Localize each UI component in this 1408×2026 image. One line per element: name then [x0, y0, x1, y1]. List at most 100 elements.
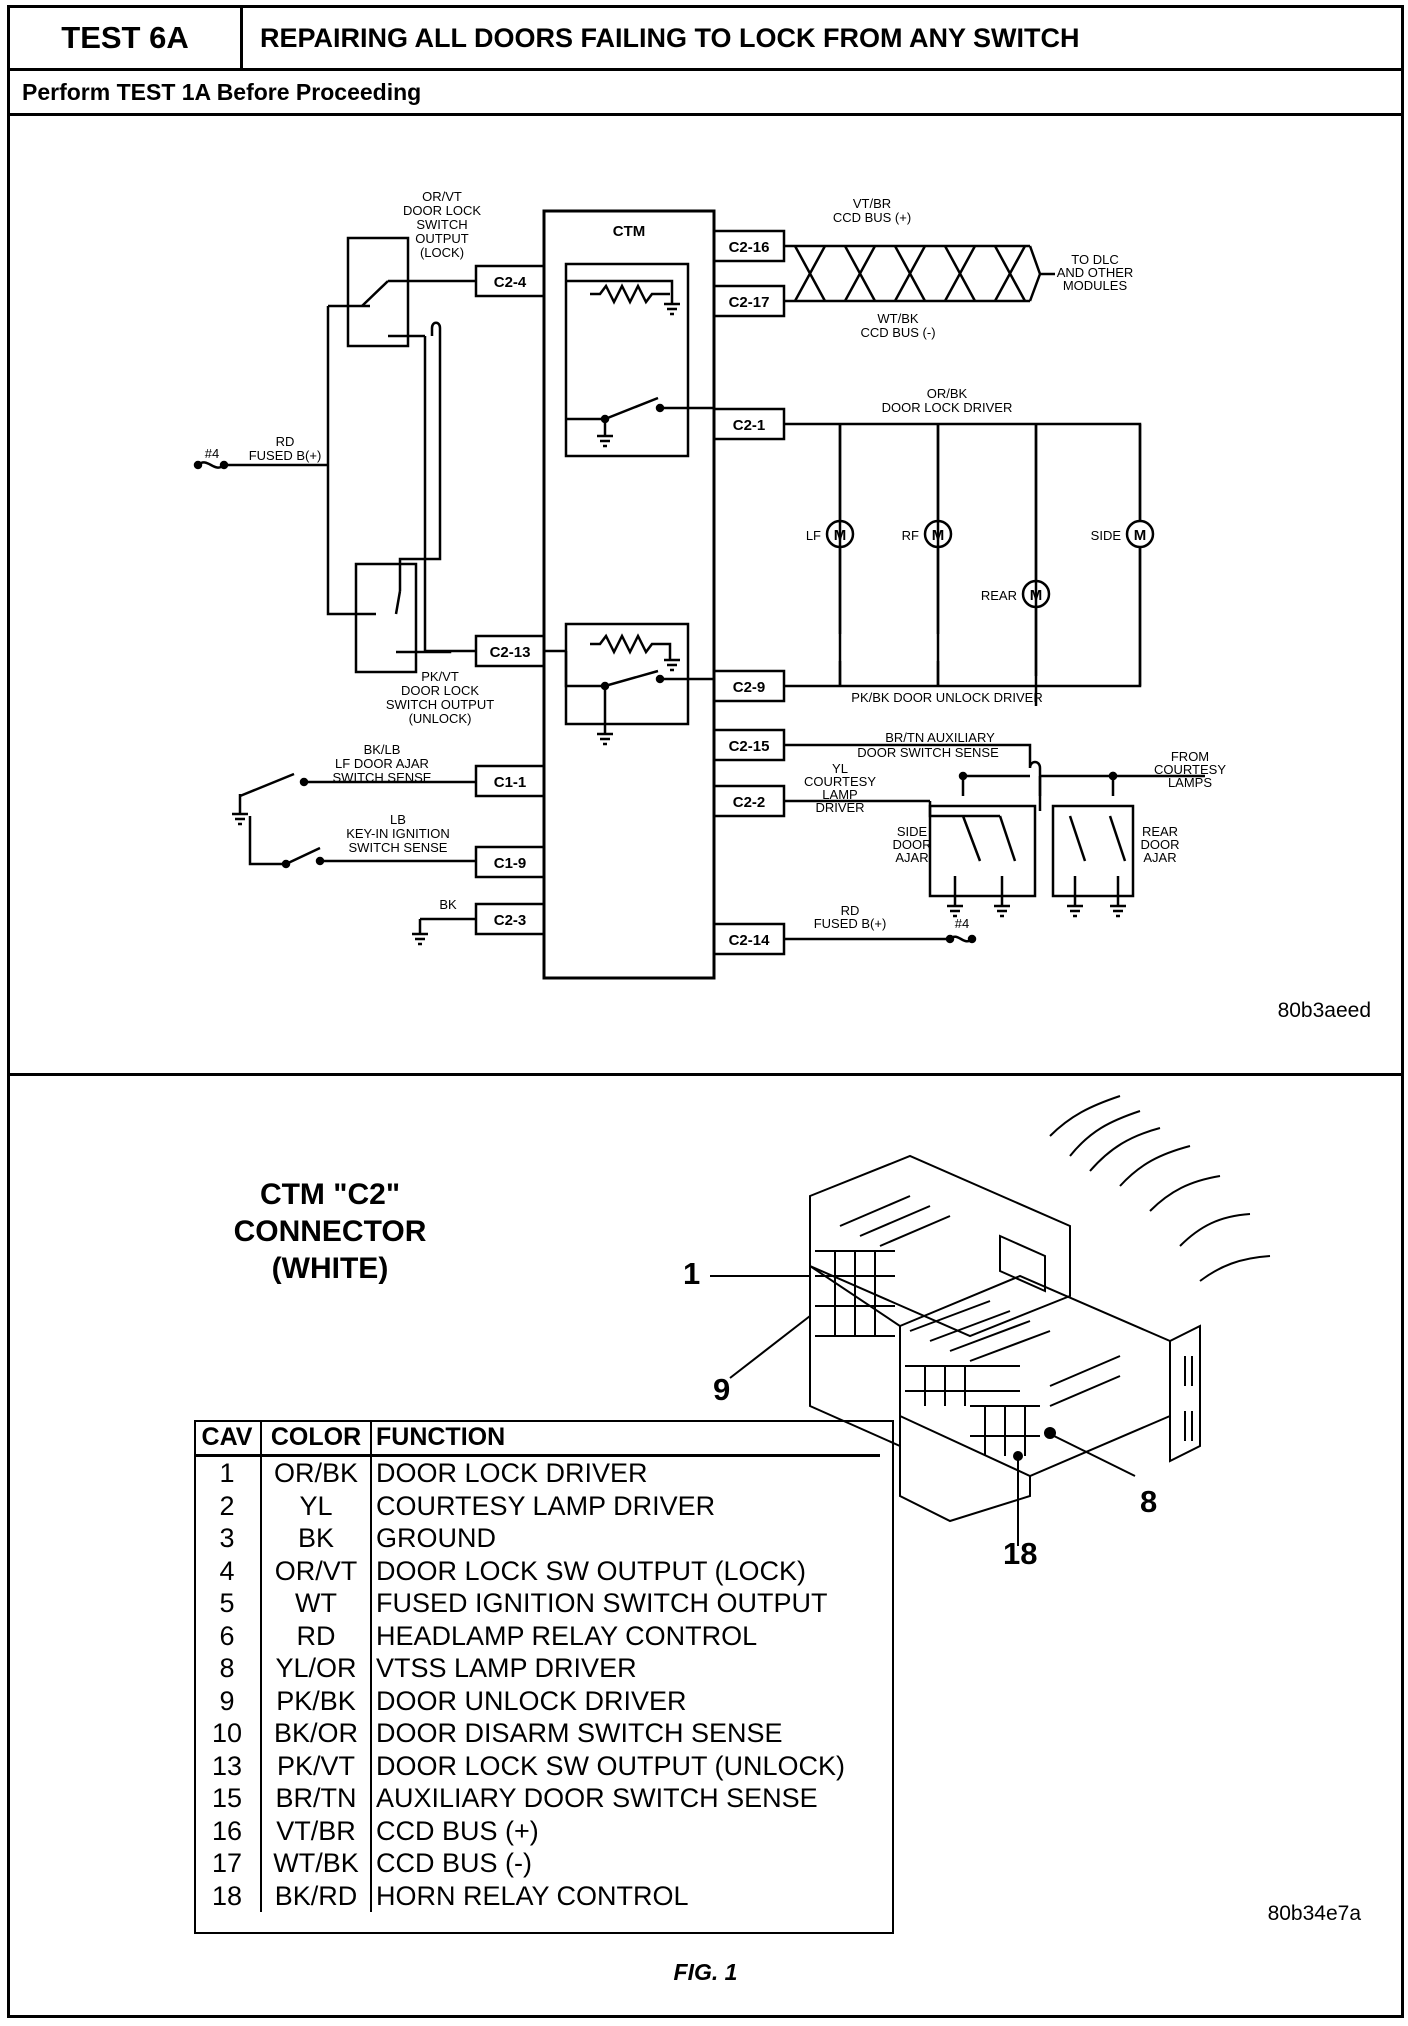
lock-relay [564, 262, 690, 458]
ground-color: BK [439, 897, 457, 912]
col-function: FUNCTION [371, 1420, 880, 1457]
fuse-right-label: FUSED B(+) [814, 916, 887, 931]
lock-out-label-5: (LOCK) [420, 245, 464, 260]
rear-door-ajar-switch [1051, 804, 1135, 898]
cavity-number: 1 [194, 1455, 262, 1490]
cavity-number: 4 [194, 1554, 262, 1587]
connector-section: CTM "C2" CONNECTOR (WHITE) [10, 1076, 1401, 2016]
unlock-out-label-4: (UNLOCK) [409, 711, 472, 726]
wire-color: PK/BK [261, 1684, 372, 1717]
cavity-number: 6 [194, 1619, 262, 1652]
unlock-out-label-2: DOOR LOCK [401, 683, 479, 698]
motor-lf-label: LF [806, 528, 821, 543]
keyin-label-1: KEY-IN IGNITION [346, 826, 450, 841]
cavity-number: 17 [194, 1847, 262, 1880]
side-door-ajar-switch [928, 804, 1037, 898]
col-color: COLOR [261, 1420, 372, 1457]
courtesy-label-3: DRIVER [815, 800, 864, 815]
rear-ajar-1: REAR [1142, 824, 1178, 839]
cavity-function: CCD BUS (-) [376, 1848, 532, 1878]
cavity-function: HORN RELAY CONTROL [376, 1880, 689, 1911]
cavity-number: 5 [194, 1587, 262, 1620]
side-ajar-1: SIDE [897, 824, 928, 839]
to-dlc-1: TO DLC [1071, 252, 1118, 267]
rear-ajar-3: AJAR [1143, 850, 1176, 865]
wire-color: OR/BK [261, 1455, 372, 1490]
wire-color: PK/VT [261, 1749, 372, 1782]
to-dlc-3: MODULES [1063, 278, 1128, 293]
connector-title-line2: (WHITE) [271, 1252, 389, 1285]
cavity-function: CCD BUS (+) [376, 1815, 539, 1846]
aux-sense-label-1: BR/TN AUXILIARY [885, 730, 995, 745]
pin-c2-16: C2-16 [729, 239, 770, 256]
cavity-function: DOOR LOCK DRIVER [376, 1458, 648, 1488]
cavity-number: 15 [194, 1782, 262, 1815]
wiring-schematic: CTM C2-4 C2-13 C1-1 C1-9 C2-3 C2-16 C2-1… [193, 189, 1226, 980]
ccd-minus-color: WT/BK [877, 311, 918, 326]
motor-rear-label: REAR [981, 588, 1017, 603]
cavity-function: VTSS LAMP DRIVER [376, 1653, 637, 1683]
motor-rf-symbol: M [932, 527, 945, 544]
courtesy-label-1: COURTESY [804, 774, 876, 789]
wire-color: VT/BR [261, 1814, 372, 1847]
cavity-number: 2 [194, 1489, 262, 1522]
wire-color: YL [261, 1489, 372, 1522]
unlock-out-label-1: PK/VT [421, 669, 459, 684]
courtesy-color: YL [832, 761, 848, 776]
fuse-left-label: FUSED B(+) [249, 448, 322, 463]
to-dlc-2: AND OTHER [1057, 265, 1134, 280]
pin-c2-17: C2-17 [729, 294, 770, 311]
lock-out-label-4: OUTPUT [415, 231, 469, 246]
pin-c2-1: C2-1 [733, 417, 766, 434]
connector-title-line1: CTM "C2" CONNECTOR [233, 1178, 427, 1248]
wire-color: WT/BK [261, 1847, 372, 1880]
wire-color: BK/RD [261, 1879, 372, 1912]
connector-ref-code: 80b34e7a [1267, 1902, 1361, 1925]
cavity-number: 8 [194, 1652, 262, 1685]
side-ajar-3: AJAR [895, 850, 928, 865]
cavity-function: GROUND [376, 1523, 496, 1553]
pin-c2-2: C2-2 [733, 794, 766, 811]
test-title: REPAIRING ALL DOORS FAILING TO LOCK FROM… [260, 22, 1080, 53]
ccd-minus-label: CCD BUS (-) [860, 325, 935, 340]
figure-label: FIG. 1 [673, 1959, 738, 1985]
cavity-function: COURTESY LAMP DRIVER [376, 1490, 716, 1521]
pin-c2-9: C2-9 [733, 679, 766, 696]
keyin-color: LB [390, 812, 406, 827]
cavity-number: 9 [194, 1684, 262, 1717]
lock-driver-label: DOOR LOCK DRIVER [882, 400, 1013, 415]
lf-ajar-label-2: SWITCH SENSE [333, 770, 432, 785]
wire-color: OR/VT [261, 1554, 372, 1587]
callout-pin-1: 1 [683, 1256, 701, 1291]
header-row: TEST 6A REPAIRING ALL DOORS FAILING TO L… [10, 8, 1401, 71]
cavity-function: AUXILIARY DOOR SWITCH SENSE [376, 1783, 818, 1813]
unlock-out-label-3: SWITCH OUTPUT [386, 697, 494, 712]
motor-rear-symbol: M [1030, 587, 1043, 604]
cavity-function: FUSED IGNITION SWITCH OUTPUT [376, 1588, 828, 1618]
fuse-right-color: RD [841, 903, 860, 918]
lock-out-label-3: SWITCH [416, 217, 467, 232]
motor-side-symbol: M [1134, 527, 1147, 544]
callout-pin-8: 8 [1140, 1484, 1158, 1519]
ccd-plus-color: VT/BR [853, 196, 891, 211]
lock-switch [346, 236, 410, 348]
keyin-label-2: SWITCH SENSE [349, 840, 448, 855]
cavity-number: 10 [194, 1717, 262, 1750]
courtesy-label-2: LAMP [822, 787, 857, 802]
pin-c1-1: C1-1 [494, 774, 527, 791]
motor-rf-label: RF [902, 528, 919, 543]
cavity-function: DOOR LOCK SW OUTPUT (LOCK) [376, 1555, 807, 1586]
table-header-row: CAV COLOR FUNCTION [194, 1420, 880, 1457]
pin-c2-4: C2-4 [494, 274, 527, 291]
rear-ajar-2: DOOR [1141, 837, 1180, 852]
